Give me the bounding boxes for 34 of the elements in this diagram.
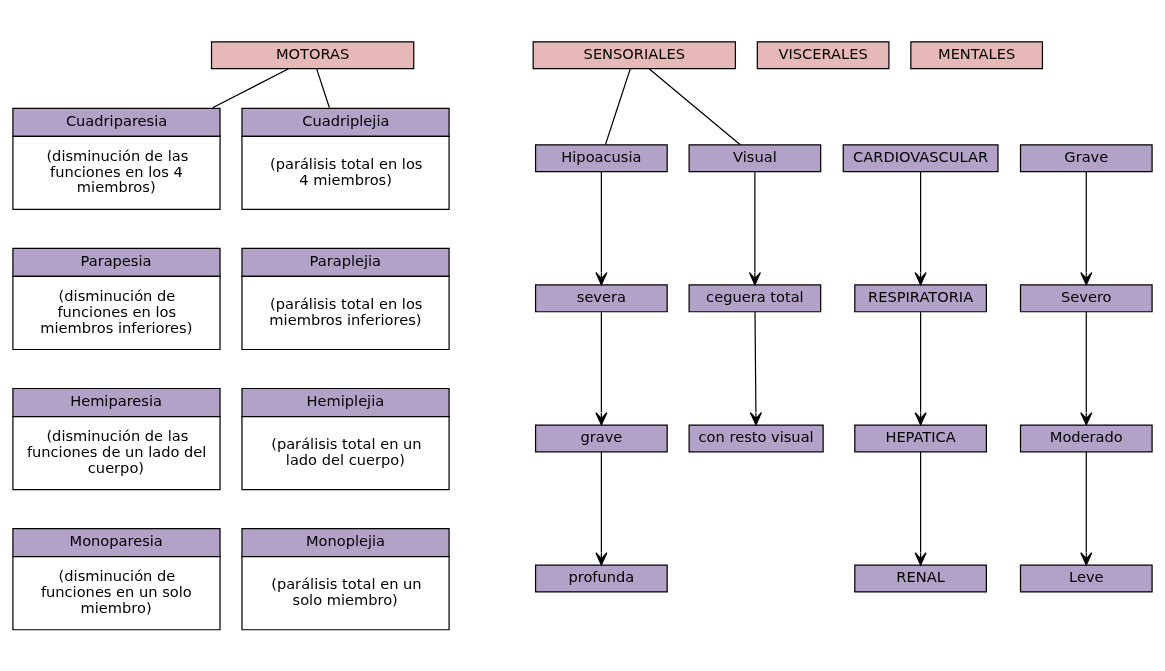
node-box: Severo: [1019, 284, 1153, 313]
connector: [648, 68, 741, 146]
connector: [212, 68, 290, 109]
node-box: MOTORAS: [210, 41, 415, 70]
node-box: con resto visual: [688, 424, 824, 453]
connector: [604, 68, 631, 146]
arrow: [749, 311, 762, 426]
arrow: [748, 171, 761, 286]
node-box: Moderado: [1019, 424, 1153, 453]
node-box: RESPIRATORIA: [854, 284, 987, 313]
node-box: RENAL: [854, 564, 987, 593]
node-box: VISCERALES: [756, 41, 890, 70]
node-box: severa: [535, 284, 668, 313]
arrow: [914, 171, 927, 286]
arrow: [914, 451, 927, 566]
node-box: Visual: [688, 144, 822, 173]
arrow: [595, 171, 608, 286]
node-box: grave: [535, 424, 668, 453]
node-box: ceguera total: [688, 284, 822, 313]
arrow: [1080, 451, 1093, 566]
arrow: [1080, 311, 1093, 426]
arrow: [914, 311, 927, 426]
arrow: [1080, 171, 1093, 286]
node-box: Grave: [1019, 144, 1153, 173]
node-box: CARDIOVASCULAR: [842, 144, 999, 173]
node-box: Hipoacusia: [535, 144, 668, 173]
arrow: [595, 451, 608, 566]
node-box: Leve: [1019, 564, 1153, 593]
node-box: MENTALES: [910, 41, 1044, 70]
arrow: [595, 311, 608, 426]
node-box: profunda: [535, 564, 668, 593]
node-box: SENSORIALES: [532, 41, 736, 70]
node-box: HEPATICA: [854, 424, 987, 453]
connector: [316, 68, 330, 109]
